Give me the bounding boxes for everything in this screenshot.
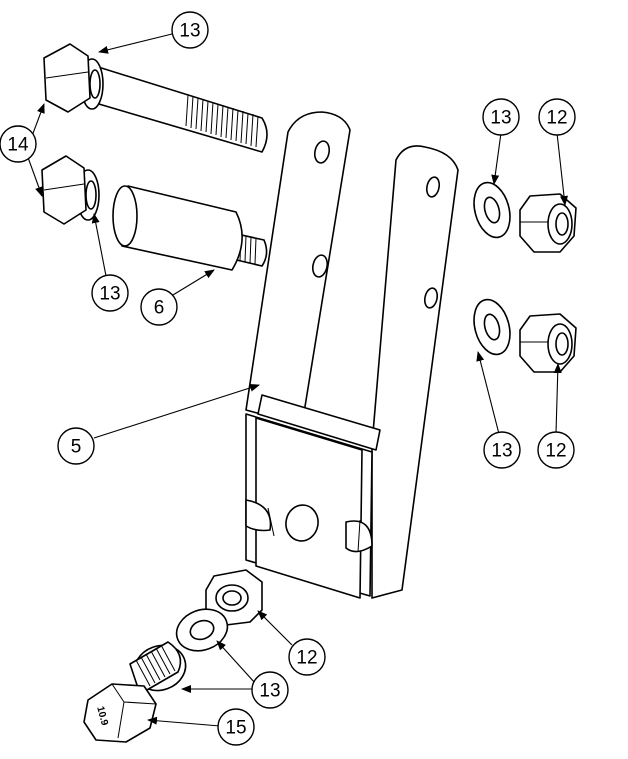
bolt-head-marking: 10.9 xyxy=(94,705,110,727)
callout-13-lower-right-washer: 13 xyxy=(483,431,521,469)
nut-12-lower-right xyxy=(519,313,577,373)
svg-text:6: 6 xyxy=(154,298,165,319)
callout-13-middle-bolt-washer: 13 xyxy=(91,274,129,312)
nut-12-upper-right xyxy=(519,193,577,253)
callout-14-hex-bolts: 14 xyxy=(0,125,37,163)
bracket-part-5 xyxy=(245,111,459,599)
callout-13-bottom-washers: 13 xyxy=(251,671,289,709)
svg-text:13: 13 xyxy=(99,284,120,305)
callout-6-spacer: 6 xyxy=(140,288,178,326)
callout-13-top-bolt-washer: 13 xyxy=(171,11,209,49)
nut-12-bottom xyxy=(205,569,263,627)
washer-13-upper-right xyxy=(473,181,511,239)
washer-13-lower-right xyxy=(473,298,511,356)
svg-text:15: 15 xyxy=(225,718,246,739)
svg-text:13: 13 xyxy=(179,21,200,42)
callout-15-bottom-bolt: 15 xyxy=(217,708,255,746)
callout-12-upper-right-nut: 12 xyxy=(538,98,576,136)
bolt-part-15-bottom: 10.9 xyxy=(83,641,187,743)
callout-12-lower-right-nut: 12 xyxy=(537,431,575,469)
svg-text:12: 12 xyxy=(546,108,567,129)
thread-lines-top xyxy=(185,94,259,148)
svg-text:12: 12 xyxy=(545,441,566,462)
spacer-part-6 xyxy=(41,155,268,271)
callout-5-bracket: 5 xyxy=(57,427,95,465)
leader-lines xyxy=(25,33,568,727)
svg-text:13: 13 xyxy=(491,441,512,462)
svg-text:5: 5 xyxy=(71,437,82,458)
svg-text:14: 14 xyxy=(7,135,29,156)
svg-text:13: 13 xyxy=(490,108,511,129)
callout-12-bottom-nut: 12 xyxy=(288,638,326,676)
svg-text:13: 13 xyxy=(259,681,280,702)
svg-text:12: 12 xyxy=(296,648,317,669)
callout-13-upper-right-washer: 13 xyxy=(482,98,520,136)
washer-13-bottom xyxy=(175,608,229,652)
bolt-part-14-top xyxy=(43,43,268,153)
